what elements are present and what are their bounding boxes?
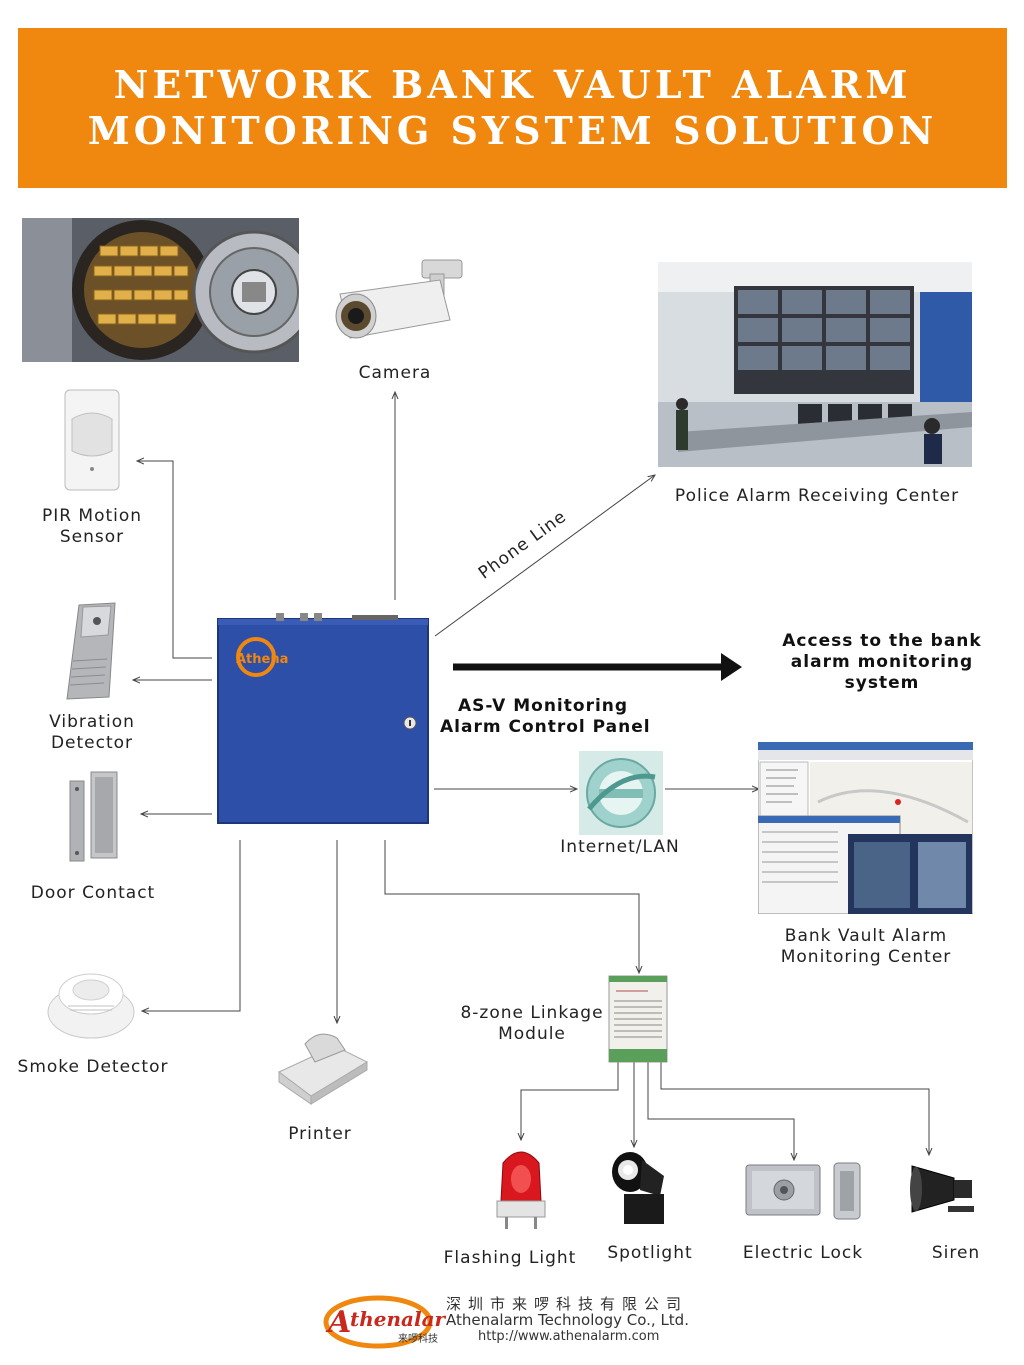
title-line-2: MONITORING SYSTEM SOLUTION <box>87 108 938 153</box>
door-contact-image <box>69 771 118 862</box>
internet-label: Internet/LAN <box>560 837 680 857</box>
smoke-label: Smoke Detector <box>17 1057 169 1077</box>
electric-lock-image <box>745 1162 861 1220</box>
smoke-detector-image <box>47 973 135 1039</box>
siren-label: Siren <box>931 1243 981 1263</box>
vibration-label-2: Detector <box>50 733 134 753</box>
company-name-chinese: 深圳市来啰科技有限公司 <box>446 1295 689 1313</box>
line-smoke <box>142 840 241 1011</box>
svg-text:Athena: Athena <box>236 652 288 667</box>
siren-image <box>910 1165 974 1213</box>
svg-text:来啰科技: 来啰科技 <box>398 1332 438 1345</box>
line-flashing <box>521 1062 619 1140</box>
police-label: Police Alarm Receiving Center <box>674 486 960 506</box>
monitoring-software-image <box>758 742 973 914</box>
pir-label-2: Sensor <box>59 527 125 547</box>
spotlight-label: Spotlight <box>607 1243 693 1263</box>
company-name-english: Athenalarm Technology Co., Ltd. <box>446 1311 689 1329</box>
title-line-1: NETWORK BANK VAULT ALARM <box>113 62 912 107</box>
spotlight-image <box>612 1152 664 1224</box>
bank-center-label-2: Monitoring Center <box>780 947 952 967</box>
bank-center-label-1: Bank Vault Alarm <box>784 926 948 946</box>
printer-image <box>278 1033 369 1105</box>
line-siren <box>660 1062 929 1155</box>
svg-text:A: A <box>325 1305 351 1340</box>
vibration-label-1: Vibration <box>49 712 135 732</box>
door-label: Door Contact <box>30 883 156 903</box>
printer-label: Printer <box>288 1124 352 1144</box>
access-label-2: alarm monitoring <box>790 652 974 672</box>
company-url[interactable]: http://www.athenalarm.com <box>478 1329 660 1344</box>
panel-label-1: AS-V Monitoring <box>457 696 629 716</box>
electric-lock-label: Electric Lock <box>742 1243 864 1263</box>
vibration-detector-image <box>66 602 116 700</box>
flashing-light-image <box>496 1151 546 1229</box>
line-lock <box>647 1062 794 1160</box>
access-label-3: system <box>844 673 920 693</box>
camera-image <box>335 259 463 339</box>
line-phone <box>434 475 655 637</box>
athenalarm-logo: A thenalarm 来啰科技 <box>323 1295 446 1349</box>
flashing-light-label: Flashing Light <box>443 1248 577 1268</box>
police-center-image <box>658 262 972 467</box>
svg-text:thenalarm: thenalarm <box>350 1307 446 1331</box>
pir-label-1: PIR Motion <box>41 506 143 526</box>
pir-sensor-image <box>64 389 120 491</box>
title-banner: NETWORK BANK VAULT ALARM MONITORING SYST… <box>18 28 1007 188</box>
control-panel-image: Athena <box>217 613 429 824</box>
linkage-label-1: 8-zone Linkage <box>460 1003 604 1023</box>
access-label-1: Access to the bank <box>782 631 982 651</box>
linkage-module-image <box>608 975 668 1063</box>
vault-image <box>22 218 299 362</box>
panel-label-2: Alarm Control Panel <box>440 717 651 737</box>
camera-label: Camera <box>358 363 432 383</box>
line-pir <box>137 461 212 659</box>
internet-icon <box>579 751 663 835</box>
linkage-label-2: Module <box>498 1024 566 1044</box>
line-linkage <box>384 840 639 973</box>
